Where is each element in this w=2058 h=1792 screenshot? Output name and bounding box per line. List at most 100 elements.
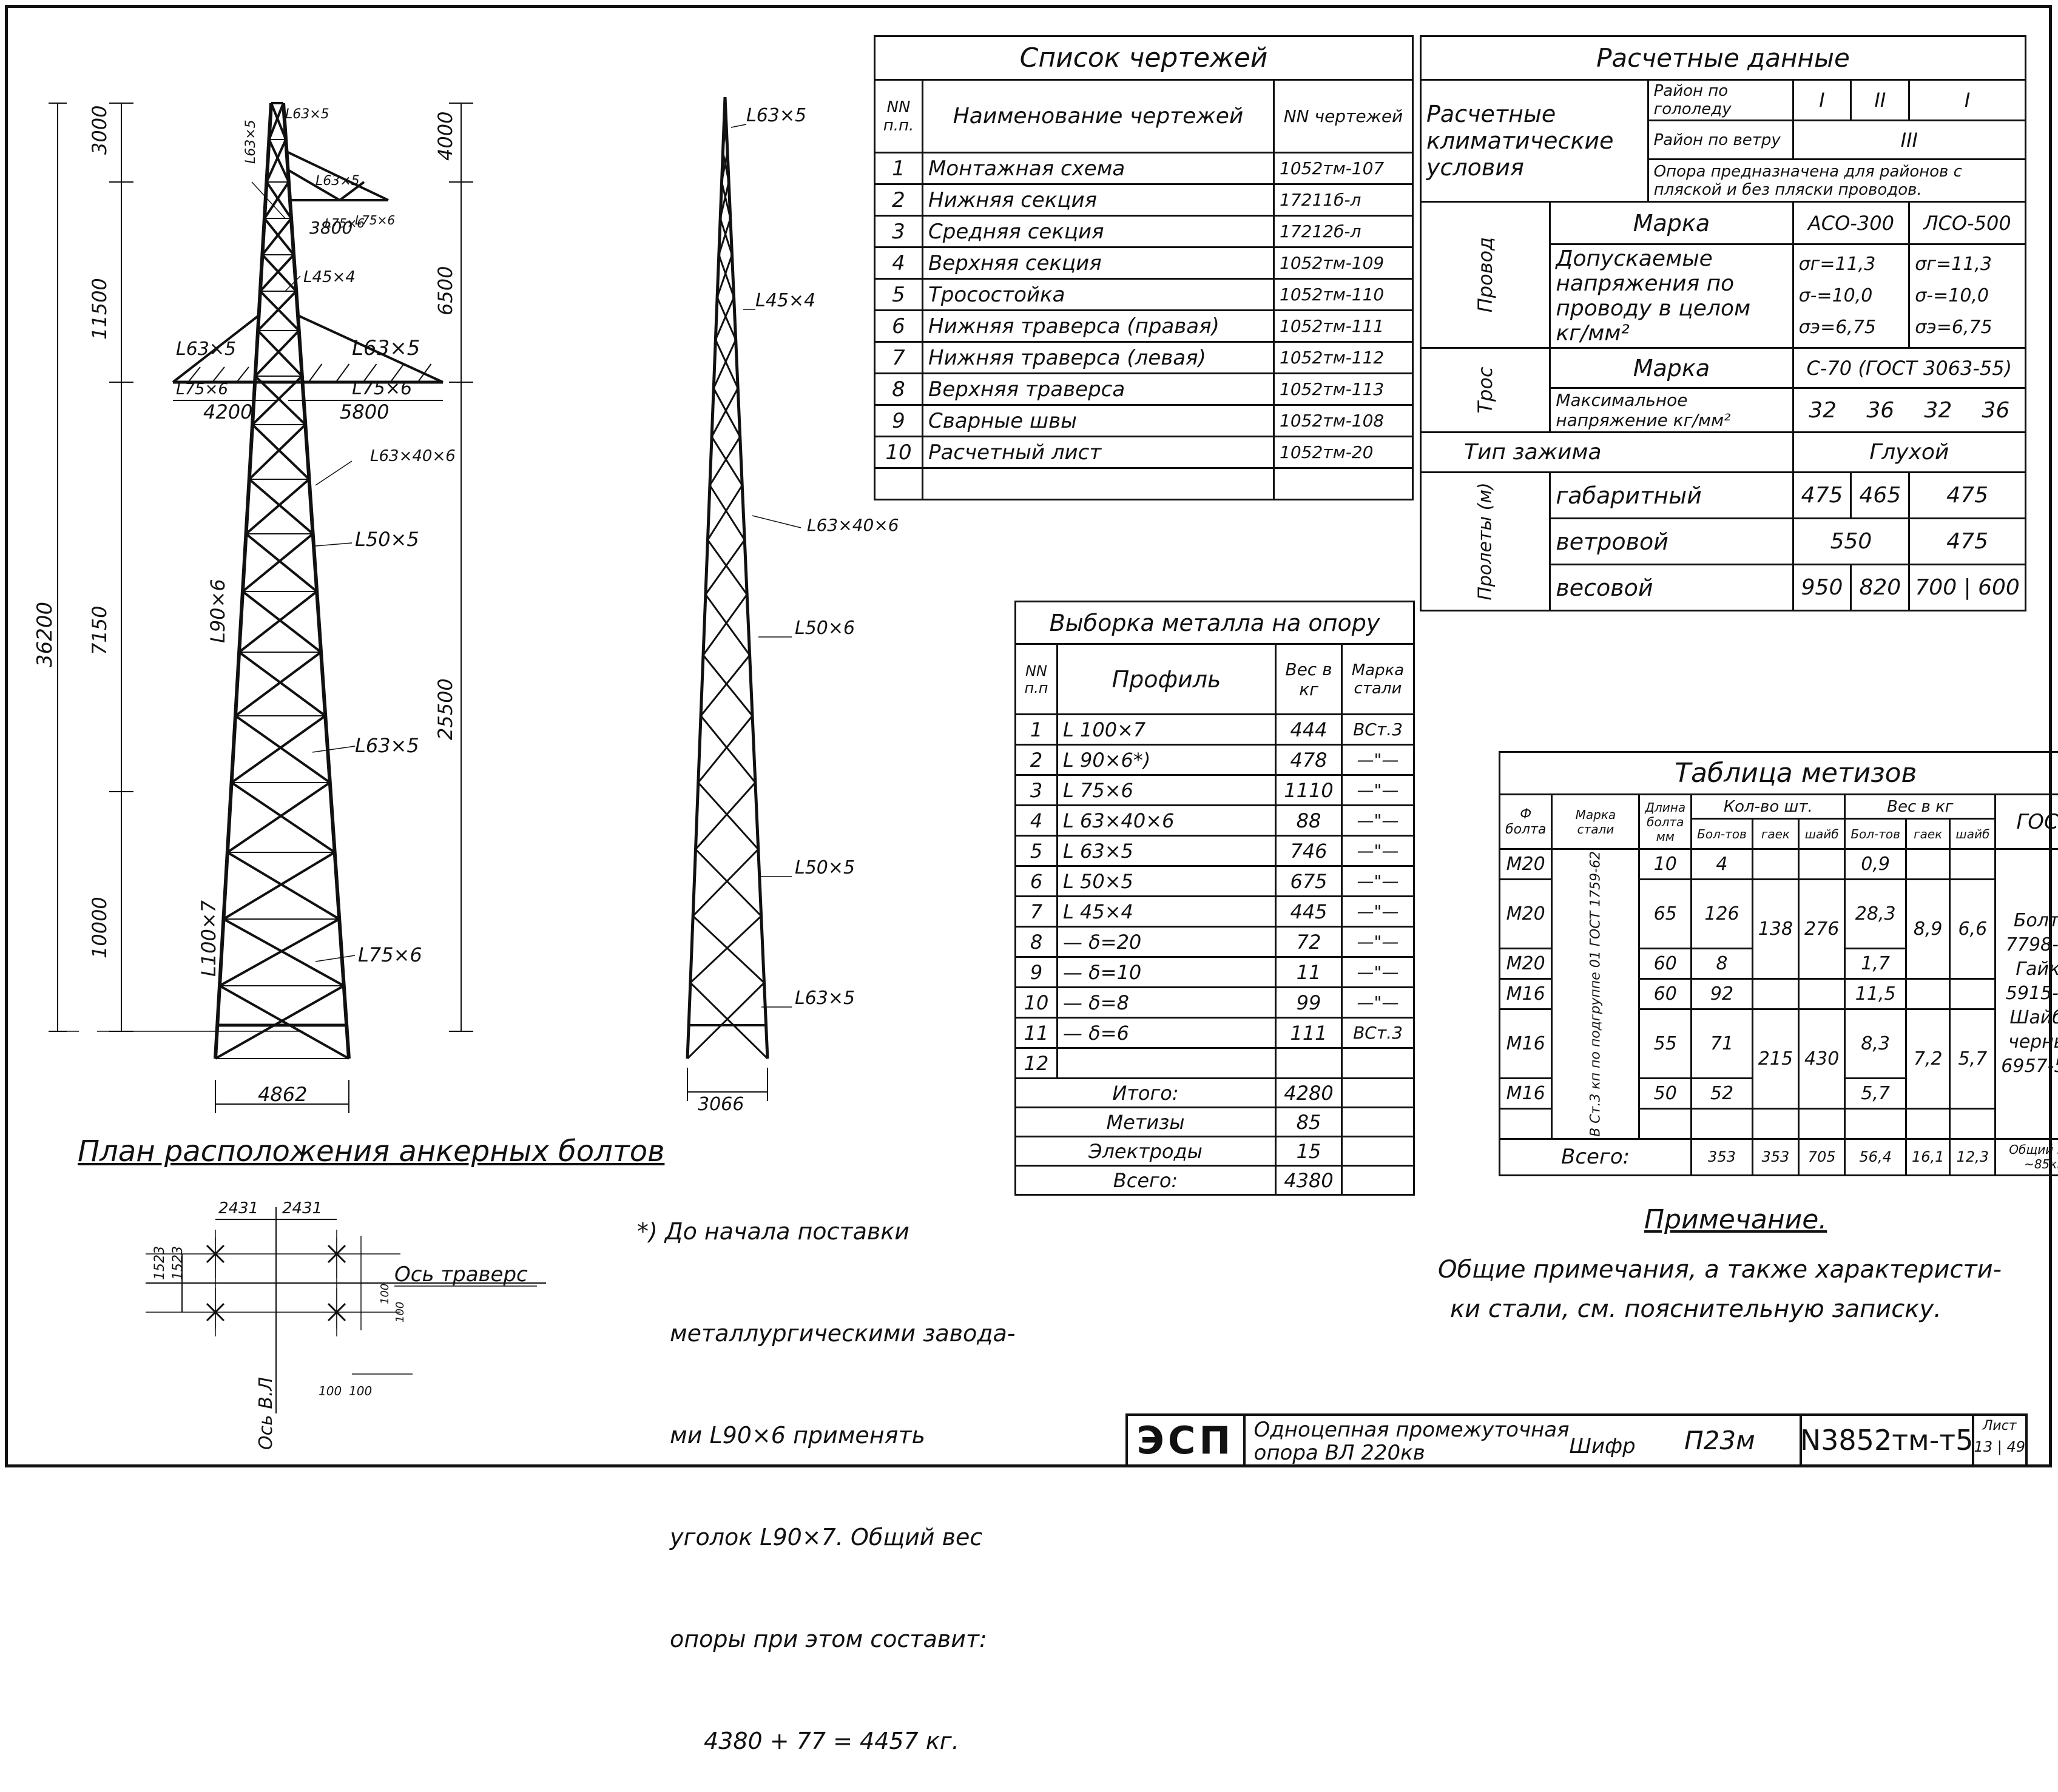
lattice-brace bbox=[712, 437, 742, 485]
lattice-brace bbox=[690, 983, 768, 1059]
lattice-brace bbox=[710, 437, 740, 485]
clamp-value: Глухой bbox=[1793, 433, 2025, 473]
metal-no: 1 bbox=[1016, 715, 1058, 745]
leader-line bbox=[731, 124, 746, 127]
lattice-brace bbox=[239, 591, 317, 652]
footnote-line: 4380 + 77 = 4457 кг. bbox=[637, 1724, 1016, 1758]
empty-cell bbox=[1906, 979, 1949, 1009]
profile-label: L45×4 bbox=[303, 268, 356, 286]
fastener-dia: М20 bbox=[1500, 880, 1552, 949]
lattice-brace bbox=[715, 340, 738, 388]
drawing-list-name: Сварные швы bbox=[923, 405, 1274, 437]
col-name-header: Наименование чертежей bbox=[923, 80, 1274, 153]
fasteners-table: Таблица метизов Ф болта Марка стали Длин… bbox=[1499, 751, 2058, 1176]
drawing-list-ref: 17212б-л bbox=[1274, 216, 1413, 248]
metal-steel: —"— bbox=[1342, 866, 1414, 897]
empty-cell bbox=[1500, 1108, 1552, 1139]
clamp-label: Тип зажима bbox=[1421, 433, 1793, 473]
metal-no: 7 bbox=[1016, 897, 1058, 927]
tower-2-elevation bbox=[687, 97, 801, 1101]
wire-stress-a: σг=11,3 σ-=10,0 σэ=6,75 bbox=[1793, 244, 1909, 348]
lattice-brace bbox=[712, 388, 738, 437]
lattice-brace bbox=[232, 783, 335, 852]
metal-no: 9 bbox=[1016, 957, 1058, 988]
profile-label: L63×40×6 bbox=[807, 515, 899, 535]
metal-col-steel: Марка стали bbox=[1342, 644, 1414, 715]
profile-label: L63×5 bbox=[795, 988, 855, 1009]
lattice-brace bbox=[714, 340, 735, 388]
metal-steel bbox=[1342, 1048, 1414, 1079]
metal-weight: 445 bbox=[1276, 897, 1342, 927]
drawing-list-ref: 1052тм-111 bbox=[1274, 311, 1413, 342]
climate-note: Опора предназначена для районов с пляско… bbox=[1648, 160, 2025, 202]
drawing-list-no: 2 bbox=[875, 184, 923, 216]
metal-no: 10 bbox=[1016, 988, 1058, 1018]
profile-label: L63×5 bbox=[176, 339, 236, 360]
stress-value: σг=11,3 bbox=[1799, 249, 1904, 280]
dim-left: 7150 bbox=[88, 606, 111, 655]
drawing-list-ref: 1052тм-112 bbox=[1274, 342, 1413, 374]
f-h-b: Бол-тов bbox=[1692, 819, 1753, 849]
metal-no: 2 bbox=[1016, 745, 1058, 775]
leader-line bbox=[315, 955, 355, 962]
f-h-len: Длина болта мм bbox=[1639, 795, 1692, 849]
drawing-list-no: 6 bbox=[875, 311, 923, 342]
metal-profile: L 90×6*) bbox=[1058, 745, 1276, 775]
drawing-list-no: 3 bbox=[875, 216, 923, 248]
empty-cell bbox=[1752, 849, 1798, 880]
stress-value: σг=11,3 bbox=[1915, 249, 2020, 280]
footnote-line: опоры при этом составит: bbox=[637, 1622, 1016, 1656]
empty-cell bbox=[1799, 1108, 1845, 1139]
rope-stress-value: 32 bbox=[1809, 398, 1837, 423]
metal-profile: L 63×5 bbox=[1058, 836, 1276, 866]
lattice-brace bbox=[249, 425, 306, 479]
anchor-bolt-plan bbox=[146, 1207, 546, 1413]
drawing-list-no: 10 bbox=[875, 437, 923, 468]
fastener-dia: М16 bbox=[1500, 979, 1552, 1009]
fastener-nut-count: 215 bbox=[1752, 1009, 1798, 1108]
metal-profile: — δ=10 bbox=[1058, 957, 1276, 988]
lattice-brace bbox=[258, 331, 302, 376]
f-h-steel: Марка стали bbox=[1552, 795, 1639, 849]
f-total: 12,3 bbox=[1950, 1139, 1996, 1175]
spans-section-text: Пролеты (м) bbox=[1475, 482, 1496, 600]
gost-line: 5915-62 bbox=[2001, 982, 2058, 1006]
dim-text: 100 bbox=[349, 1384, 372, 1398]
metal-profile: L 50×5 bbox=[1058, 866, 1276, 897]
metal-weight: 675 bbox=[1276, 866, 1342, 897]
empty-cell bbox=[1752, 979, 1798, 1009]
drawing-list-name: Верхняя секция bbox=[923, 248, 1274, 279]
base-dim-text: 4862 bbox=[258, 1083, 307, 1106]
metal-steel: ВСт.3 bbox=[1342, 1018, 1414, 1048]
f-total: 353 bbox=[1752, 1139, 1798, 1175]
f-h-b: Бол-тов bbox=[1845, 819, 1906, 849]
lattice-brace bbox=[695, 783, 755, 849]
gabarit-value: 475 bbox=[1793, 473, 1851, 519]
footnote: *) До начала поставки металлургическими … bbox=[637, 1147, 1016, 1792]
metal-profile: L 45×4 bbox=[1058, 897, 1276, 927]
lattice-brace bbox=[698, 783, 758, 849]
metal-col-weight: Вес в кг bbox=[1276, 644, 1342, 715]
dim-right: 25500 bbox=[434, 678, 457, 740]
metal-weight: 99 bbox=[1276, 988, 1342, 1018]
rope-stress-cell: 32 36 32 36 bbox=[1793, 388, 2025, 433]
lattice-brace bbox=[707, 540, 747, 595]
drawing-list-ref: 1052тм-108 bbox=[1274, 405, 1413, 437]
lattice-brace bbox=[693, 849, 758, 916]
fastener-bolt-count: 8 bbox=[1692, 948, 1753, 979]
lattice-brace bbox=[703, 595, 747, 655]
fastener-gost: Болты7798-62Гайки5915-62Шайбычерные6957-… bbox=[1996, 849, 2058, 1139]
fastener-dia: М16 bbox=[1500, 1078, 1552, 1108]
ice-value: I bbox=[1793, 80, 1851, 121]
rope-section-label: Трос bbox=[1421, 348, 1550, 433]
fastener-bolt-count: 126 bbox=[1692, 880, 1753, 949]
f-h-n: гаек bbox=[1906, 819, 1949, 849]
empty-cell bbox=[1950, 1108, 1996, 1139]
f-total: 16,1 bbox=[1906, 1139, 1949, 1175]
metal-steel: —"— bbox=[1342, 897, 1414, 927]
